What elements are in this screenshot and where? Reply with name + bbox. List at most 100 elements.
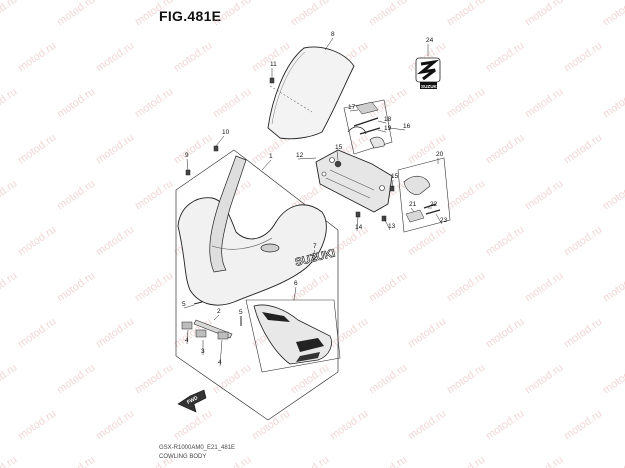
watermark-text: motod.ru: [562, 224, 604, 259]
callout-7: 7: [313, 243, 317, 250]
callout-10: 10: [222, 129, 230, 136]
watermark-text: motod.ru: [172, 132, 214, 167]
watermark-text: motod.ru: [0, 270, 19, 305]
leader-line: [183, 304, 195, 309]
watermark-text: motod.ru: [55, 362, 97, 397]
leader-line: [219, 339, 223, 367]
watermark-text: motod.ru: [328, 408, 370, 443]
watermark-text: motod.ru: [601, 454, 625, 468]
watermark-text: motod.ru: [445, 86, 487, 121]
watermark-text: motod.ru: [289, 454, 331, 468]
forward-arrow-label: FWD: [186, 395, 199, 406]
leader-line: [311, 249, 316, 259]
watermark-text: motod.ru: [55, 178, 97, 213]
leader-line: [377, 129, 387, 133]
leader-line: [391, 179, 394, 189]
leader-line: [213, 314, 220, 321]
watermark-text: motod.ru: [172, 316, 214, 351]
watermark-text: motod.ru: [445, 362, 487, 397]
watermark-text: motod.ru: [484, 40, 526, 75]
watermark-text: motod.ru: [601, 362, 625, 397]
callout-6: 6: [294, 280, 298, 287]
watermark-text: motod.ru: [94, 132, 136, 167]
callout-9: 9: [185, 152, 189, 159]
watermark-text: motod.ru: [328, 316, 370, 351]
watermark-text: motod.ru: [406, 132, 448, 167]
watermark-text: motod.ru: [484, 224, 526, 259]
watermark-text: motod.ru: [562, 316, 604, 351]
watermark-text: motod.ru: [562, 40, 604, 75]
watermark-text: motod.ru: [211, 362, 253, 397]
watermark-text: motod.ru: [172, 40, 214, 75]
watermark-text: motod.ru: [367, 270, 409, 305]
watermark-text: motod.ru: [133, 362, 175, 397]
watermark-text: motod.ru: [367, 362, 409, 397]
watermark-text: motod.ru: [0, 454, 19, 468]
watermark-text: motod.ru: [55, 270, 97, 305]
watermark-text: motod.ru: [601, 0, 625, 28]
watermark-text: motod.ru: [94, 40, 136, 75]
cowling-group-outline: [175, 149, 339, 421]
watermark-text: motod.ru: [406, 408, 448, 443]
watermark-text: motod.ru: [367, 454, 409, 468]
leader-line: [349, 109, 359, 112]
watermark-text: motod.ru: [406, 316, 448, 351]
watermark-text: motod.ru: [55, 0, 97, 28]
watermark-text: motod.ru: [16, 316, 58, 351]
watermark-text: motod.ru: [0, 0, 19, 28]
callout-8: 8: [331, 31, 335, 38]
watermark-text: motod.ru: [406, 224, 448, 259]
leader-line: [435, 213, 443, 225]
windscreen: [267, 46, 355, 140]
callout-23: 23: [440, 217, 448, 224]
callout-12: 12: [296, 152, 304, 159]
callout-20: 20: [436, 151, 444, 158]
watermark-text: motod.ru: [523, 0, 565, 28]
watermark-text: motod.ru: [523, 454, 565, 468]
callout-24: 24: [426, 37, 434, 44]
leader-line: [186, 158, 189, 171]
leader-line: [383, 217, 391, 231]
callout-22: 22: [430, 201, 438, 208]
leader-line: [324, 37, 334, 51]
watermark-text: motod.ru: [211, 454, 253, 468]
leader-line: [186, 329, 189, 345]
cowling-bracket: [315, 149, 393, 213]
watermark-text: motod.ru: [16, 132, 58, 167]
watermark-text: motod.ru: [250, 40, 292, 75]
watermark-text: motod.ru: [133, 0, 175, 28]
forward-arrow: [177, 389, 207, 413]
callout-1: 1: [269, 153, 273, 160]
callout-3: 3: [201, 348, 205, 355]
watermark-text: motod.ru: [367, 0, 409, 28]
callout-15: 15: [335, 144, 343, 151]
watermark-text: motod.ru: [133, 86, 175, 121]
leader-line: [215, 135, 225, 147]
leader-line: [261, 159, 272, 171]
callout-16: 16: [403, 123, 411, 130]
watermark-text: motod.ru: [289, 0, 331, 28]
footer-name: COWLING BODY: [159, 454, 207, 460]
emblem-text: SUZUKI: [421, 84, 438, 89]
watermark-text: motod.ru: [172, 408, 214, 443]
callout-11: 11: [270, 61, 277, 68]
small-parts-20: [403, 175, 441, 223]
lower-fittings: [181, 301, 242, 340]
upper-cowling: [177, 155, 327, 306]
watermark-text: motod.ru: [16, 40, 58, 75]
leader-line: [356, 215, 359, 232]
callout-15: 15: [391, 173, 399, 180]
watermark-text: motod.ru: [523, 178, 565, 213]
callout-5: 5: [239, 309, 243, 316]
watermark-text: motod.ru: [484, 408, 526, 443]
watermark-text: motod.ru: [133, 178, 175, 213]
watermark-text: motod.ru: [523, 362, 565, 397]
leader-line: [293, 286, 297, 301]
callout-2: 2: [217, 308, 221, 315]
bolts: [185, 77, 395, 222]
watermark-text: motod.ru: [562, 408, 604, 443]
callout-5: 5: [182, 301, 186, 308]
parts-box-20: [397, 157, 451, 233]
